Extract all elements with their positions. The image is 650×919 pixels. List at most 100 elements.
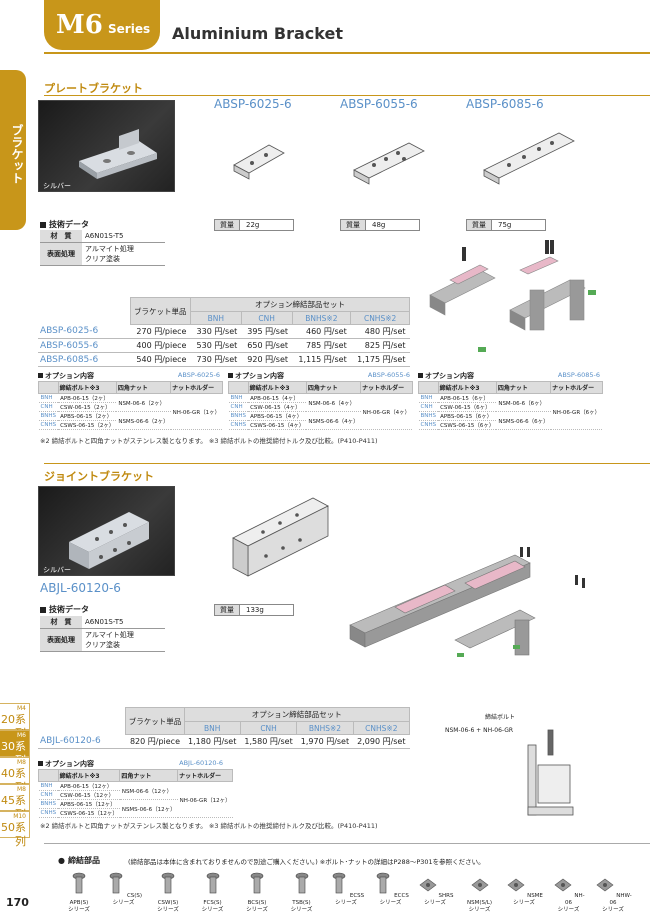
joint-section-drawing: [527, 729, 574, 816]
plate-note: ※2 締結ボルトと四角ナットがステンレス製となります。 ※3 締結ボルトの推奨締…: [40, 437, 378, 445]
fastener-label: FCS(S) シリーズ: [201, 900, 224, 913]
fastener-item[interactable]: CSW(S) シリーズ: [149, 871, 187, 914]
fastener-label: ECCS シリーズ: [379, 893, 409, 906]
fastener-label: TSB(S) シリーズ: [290, 900, 313, 913]
nut-icon: [596, 878, 614, 892]
spec-row: 表面処理アルマイト処理 クリア塗装: [40, 628, 165, 652]
size-index-label: M6: [17, 732, 26, 739]
fastener-item[interactable]: APB(S) シリーズ: [60, 871, 98, 914]
joint-model: ABJL-60120-6: [40, 581, 121, 595]
fastener-item[interactable]: CS(S) シリーズ: [105, 871, 143, 907]
joint-assembly-illustration: [349, 547, 585, 657]
size-index-label: M8: [17, 786, 26, 793]
assembly-label-bolt: 締結ボルト: [485, 714, 516, 721]
plate-spec-heading: 技術データ: [40, 219, 89, 230]
fastener-item[interactable]: SHRS シリーズ: [416, 871, 454, 907]
bolt-icon: [295, 872, 308, 894]
series-code: M6: [56, 10, 103, 40]
fastener-item[interactable]: FCS(S) シリーズ: [194, 871, 232, 914]
joint-note: ※2 締結ボルトと四角ナットがステンレス製となります。 ※3 締結ボルトの推奨締…: [40, 822, 378, 830]
nut-icon: [554, 878, 572, 892]
fastener-label: NH-06 シリーズ: [557, 893, 585, 913]
page-number: 170: [6, 896, 29, 909]
fastener-item[interactable]: BCS(S) シリーズ: [238, 871, 276, 914]
fastener-label: CSW(S) シリーズ: [157, 900, 179, 913]
joint-section-rule: [44, 463, 650, 464]
footer-divider: [44, 843, 650, 844]
fastener-label: CS(S) シリーズ: [112, 893, 143, 906]
plate-model-1: ABSP-6025-6: [214, 97, 292, 111]
joint-spec-heading: 技術データ: [40, 604, 89, 615]
size-index-item[interactable]: M845系列: [0, 784, 30, 821]
size-index-item[interactable]: M630系列: [0, 730, 30, 767]
size-index-value: 50系列: [1, 821, 26, 848]
size-index-label: M10: [13, 813, 26, 820]
plate-price-table: ブラケット単品 オプション締結部品セット BNH CNH BNHS※2 CNHS…: [38, 297, 411, 367]
nut-icon: [419, 878, 437, 892]
bolt-icon: [72, 872, 86, 894]
fastener-label: ECSS シリーズ: [335, 893, 365, 906]
fastener-label: NSME シリーズ: [513, 893, 543, 906]
size-index-label: M4: [17, 705, 26, 712]
table-row: ABJL-60120-6 820 円/piece 1,180 円/set 1,5…: [38, 734, 410, 749]
fastener-item[interactable]: ECCS シリーズ: [372, 871, 410, 907]
assembly-label-nut: NSM-06-6 + NH-06-GR: [445, 727, 514, 734]
joint-drawing: [232, 497, 329, 577]
fastener-label: SHRS シリーズ: [424, 893, 454, 906]
header-divider: [44, 52, 650, 54]
page-title: Aluminium Bracket: [172, 24, 343, 43]
size-index-item[interactable]: M840系列: [0, 757, 30, 794]
nut-icon: [507, 878, 525, 892]
plate-photo-caption: シルバー: [43, 182, 71, 190]
joint-section-title: ジョイントブラケット: [44, 470, 154, 483]
fastener-item[interactable]: NSM(S/L) シリーズ: [461, 871, 499, 914]
plate-assembly-illustration: [429, 240, 596, 352]
bolt-icon: [250, 872, 264, 894]
joint-bracket-image: [69, 512, 149, 569]
series-badge: M6 Series: [44, 0, 160, 50]
size-index-label: M8: [17, 759, 26, 766]
plate-model-2: ABSP-6055-6: [340, 97, 418, 111]
fastener-item[interactable]: NSME シリーズ: [505, 871, 543, 907]
fastener-label: APB(S) シリーズ: [68, 900, 90, 913]
fastener-item[interactable]: TSB(S) シリーズ: [283, 871, 321, 914]
plate-product-photo: シルバー: [38, 100, 175, 192]
col-option-set: オプション締結部品セット: [189, 297, 411, 312]
category-tab[interactable]: ブラケット: [0, 70, 26, 230]
fastener-item[interactable]: ECSS シリーズ: [327, 871, 365, 907]
spec-row: 表面処理アルマイト処理 クリア塗装: [40, 242, 165, 266]
series-word: Series: [108, 22, 151, 36]
fastener-item[interactable]: NH-06 シリーズ: [550, 871, 588, 914]
bolt-icon: [332, 872, 346, 894]
plate-drawings: [233, 132, 575, 185]
size-index-item[interactable]: M420系列: [0, 703, 30, 740]
fastener-item[interactable]: NHW-06 シリーズ: [594, 871, 632, 914]
nut-icon: [471, 878, 488, 892]
plate-model-3: ABSP-6085-6: [466, 97, 544, 111]
col-unit-price: ブラケット単品: [129, 297, 191, 325]
joint-photo-caption: シルバー: [43, 566, 71, 574]
fastener-label: NSM(S/L) シリーズ: [466, 900, 493, 913]
fasteners-note: (締結部品は本体に含まれておりませんので別途ご購入ください。) ※ボルト･ナット…: [128, 858, 485, 866]
bolt-icon: [206, 872, 219, 894]
fasteners-title: 締結部品: [58, 855, 100, 866]
plate-bracket-image: [79, 129, 157, 179]
fastener-label: NHW-06 シリーズ: [602, 893, 632, 913]
